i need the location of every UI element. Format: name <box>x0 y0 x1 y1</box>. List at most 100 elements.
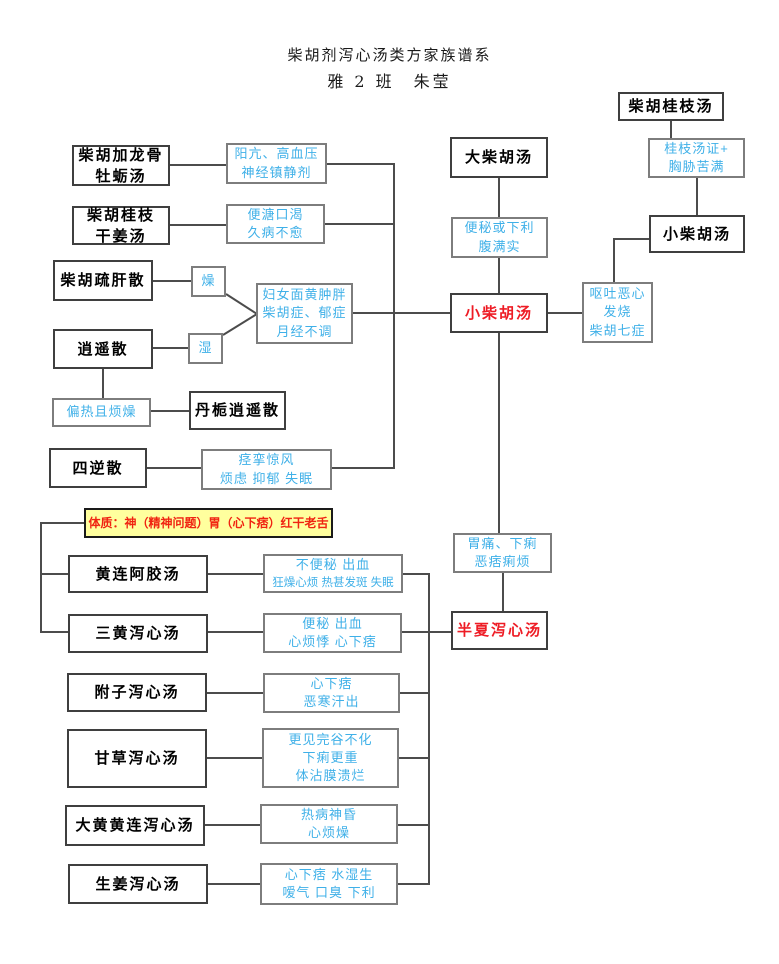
connector-line <box>208 573 263 575</box>
node-label: 下痢更重 <box>302 749 359 765</box>
node-label: 心下痞 水湿生 <box>284 866 374 882</box>
node-label: 桂枝汤证+ <box>664 140 729 156</box>
connector-line <box>613 238 615 282</box>
node-weitong-symptoms: 胃痛、下痢 恶痞痢烦 <box>453 533 552 573</box>
node-banxia-xiexin-tang: 半夏泻心汤 <box>451 611 548 650</box>
node-label: 狂燥心烦 热甚发斑 失眠 <box>272 576 394 589</box>
node-label: 胃痛、下痢 <box>467 535 538 551</box>
connector-line <box>498 333 500 533</box>
connector-line <box>151 410 189 412</box>
page-subtitle: 雅 2 班 朱莹 <box>327 72 452 91</box>
node-label: 三黄泻心汤 <box>95 624 181 642</box>
page-title: 柴胡剂泻心汤类方家族谱系 <box>287 46 492 64</box>
node-label: 燥 <box>201 273 216 289</box>
connector-line <box>327 163 393 165</box>
node-fuzi-xiexin-tang: 附子泻心汤 <box>67 673 207 712</box>
node-funv-symptoms: 妇女面黄肿胖 柴胡症、郁症 月经不调 <box>256 283 353 344</box>
connector-line <box>147 467 201 469</box>
node-label: 月经不调 <box>276 323 333 339</box>
connector-line <box>170 224 226 226</box>
connector-line <box>498 178 500 217</box>
node-shengjiang-xiexin-tang: 生姜泻心汤 <box>68 864 208 904</box>
node-label: 小柴胡汤 <box>464 304 533 322</box>
node-huanglian-ejiao-tang: 黄连阿胶汤 <box>68 555 208 593</box>
node-sanhuang-xiexin-tang: 三黄泻心汤 <box>68 614 208 653</box>
node-dahuang-huanglian-xiexin-tang: 大黄黄连泻心汤 <box>65 805 205 846</box>
connector-line <box>208 631 263 633</box>
node-label: 呕吐恶心 <box>589 286 646 302</box>
node-label: 柴胡桂枝 <box>86 205 155 224</box>
connector-line <box>40 522 84 524</box>
connector-line <box>207 692 263 694</box>
connector-line <box>102 369 104 398</box>
node-label: 嗳气 口臭 下利 <box>282 885 376 900</box>
node-label: 干姜汤 <box>95 226 147 245</box>
node-da-chaihu-tang: 大柴胡汤 <box>450 137 548 178</box>
node-label: 牡蛎汤 <box>95 166 147 185</box>
node-yangkang-symptoms: 阳亢、高血压 神经镇静剂 <box>226 143 327 184</box>
node-label: 柴胡桂枝汤 <box>628 97 714 115</box>
connector-line <box>548 312 582 314</box>
node-label: 四逆散 <box>72 458 124 477</box>
node-label: 心烦燥 <box>307 825 350 840</box>
node-label: 便秘或下利 <box>464 220 535 236</box>
node-label: 黄连阿胶汤 <box>95 564 181 583</box>
node-label: 柴胡加龙骨 <box>78 145 164 164</box>
node-label: 半夏泻心汤 <box>456 622 542 639</box>
connector-line <box>398 883 428 885</box>
node-label: 更见完谷不化 <box>288 731 373 747</box>
node-bianmi-symptoms: 便秘或下利 腹满实 <box>451 217 548 258</box>
node-label: 妇女面黄肿胖 <box>262 287 347 303</box>
node-label: 湿 <box>198 340 213 356</box>
connector-line <box>153 280 191 282</box>
node-xiao-chaihu-tang-main: 小柴胡汤 <box>450 293 548 333</box>
connector-line <box>40 522 42 633</box>
node-danzhi-xiaoyao-san: 丹栀逍遥散 <box>189 391 286 430</box>
connector-line <box>170 164 226 166</box>
node-label: 逍遥散 <box>77 339 129 358</box>
node-pianre-fannao: 偏热且烦燥 <box>52 398 151 427</box>
node-outu-symptoms: 呕吐恶心 发烧 柴胡七症 <box>582 282 653 343</box>
node-gancao-xiexin-tang: 甘草泻心汤 <box>67 729 207 788</box>
node-xiaoyao-san: 逍遥散 <box>53 329 153 369</box>
node-gancao-symptoms: 更见完谷不化 下痢更重 体沾膜溃烂 <box>262 728 399 788</box>
node-label: 丹栀逍遥散 <box>194 401 280 419</box>
connector-line <box>332 467 393 469</box>
node-label: 热病神昏 <box>300 806 357 822</box>
node-jingluan-symptoms: 痉挛惊风 烦虑 抑郁 失眠 <box>201 449 332 490</box>
node-label: 久病不愈 <box>247 225 304 240</box>
node-label: 神经镇静剂 <box>241 164 312 180</box>
node-label: 生姜泻心汤 <box>95 874 181 893</box>
node-label: 大柴胡汤 <box>464 148 533 166</box>
connector-line <box>696 178 698 215</box>
node-label: 恶寒汗出 <box>303 694 360 709</box>
connector-line <box>670 121 672 138</box>
connector-line <box>400 692 428 694</box>
connector-line <box>402 631 451 633</box>
node-chaihu-guizhi-ganjiang-tang: 柴胡桂枝 干姜汤 <box>72 206 170 245</box>
node-label: 甘草泻心汤 <box>94 749 180 767</box>
node-label: 便秘 出血 <box>302 615 363 631</box>
node-biantang-symptoms: 便溏口渴 久病不愈 <box>226 204 325 244</box>
node-label: 心下痞 <box>310 675 353 691</box>
node-label: 便溏口渴 <box>247 206 304 222</box>
node-xiao-chaihu-tang-right: 小柴胡汤 <box>649 215 745 253</box>
connector-line <box>399 757 428 759</box>
connector-line <box>40 631 68 633</box>
node-label: 附子泻心汤 <box>94 683 180 701</box>
connector-line <box>502 573 504 611</box>
node-label: 偏热且烦燥 <box>66 404 137 420</box>
node-label: 阳亢、高血压 <box>234 146 319 162</box>
node-zao: 燥 <box>191 266 226 297</box>
connector-line <box>613 238 649 240</box>
node-label: 小柴胡汤 <box>662 224 731 243</box>
node-sini-san: 四逆散 <box>49 448 147 488</box>
node-label: 恶痞痢烦 <box>474 554 531 569</box>
node-label: 发烧 <box>603 304 632 320</box>
node-label: 体沾膜溃烂 <box>295 768 366 784</box>
connector-line <box>205 824 260 826</box>
node-label: 不便秘 出血 <box>295 557 371 573</box>
constitution-banner: 体质：神（精神问题）胃（心下痞）红干老舌 <box>84 508 333 538</box>
node-huanglian-symptoms: 不便秘 出血 狂燥心烦 热甚发斑 失眠 <box>263 554 403 593</box>
